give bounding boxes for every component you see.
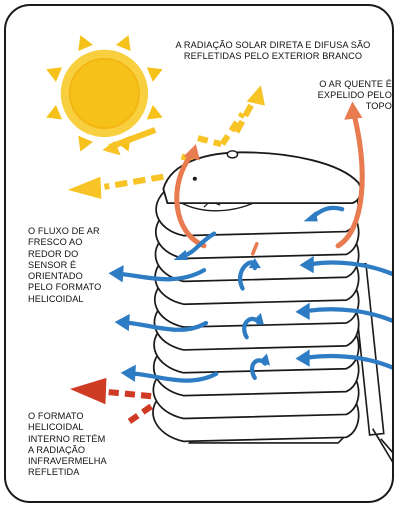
sun-ray (46, 104, 63, 120)
label-line: SENSOR É (28, 259, 77, 270)
shield-top-cap (162, 151, 362, 205)
infrared-arrows (69, 377, 153, 428)
airflow-arrow-icon (295, 302, 392, 323)
airflow-arrow-icon (299, 255, 392, 277)
hot-air-arrows (174, 101, 365, 256)
reflection-arrow-icon (67, 173, 164, 200)
hot-air-arrow-icon (174, 144, 207, 249)
label-line: O FLUXO DE AR (28, 226, 100, 236)
label-line: HELICOIDAL (28, 422, 84, 433)
airflow-arrow-icon (238, 257, 261, 291)
sun-ray (146, 104, 163, 120)
reflection-arrow-icon (233, 85, 265, 134)
airflow-arrow-icon (108, 265, 207, 283)
label-line: INFRAVERMELHA (28, 456, 107, 467)
radiation-shield-diagram (46, 35, 392, 463)
mounting-arm (371, 428, 392, 463)
reflection-arrow-icon (102, 127, 157, 156)
label-infrared: O FORMATO HELICOIDAL INTERNO RETÉM A RAD… (28, 411, 107, 479)
label-line: FRESCO AO (28, 237, 83, 248)
hot-air-arrow-icon (250, 241, 259, 256)
label-line: A RADIAÇÃO SOLAR DIRETA E DIFUSA SÃO (175, 40, 371, 50)
airflow-arrow-icon (249, 353, 271, 381)
sun-ray (78, 35, 93, 52)
label-line: A RADIAÇÃO (28, 444, 86, 455)
label-solar-reflection: A RADIAÇÃO SOLAR DIRETA E DIFUSA SÃO REF… (143, 40, 392, 62)
label-hot-air: O AR QUENTE É EXPELIDO PELO TOPO (318, 79, 392, 111)
sun-disc (68, 57, 140, 129)
label-line: REFLETIDAS PELO EXTERIOR BRANCO (183, 50, 363, 61)
sun-icon (46, 35, 163, 152)
top-knob (226, 150, 239, 159)
airflow-arrow-icon (242, 312, 264, 340)
reflected-sunlight-arrows (67, 85, 265, 200)
sun-ray (115, 35, 131, 52)
label-line: INTERNO RETÉM (28, 433, 106, 444)
hot-air-arrow-icon (335, 101, 365, 249)
airflow-arrows (108, 205, 392, 383)
label-line: ORIENTADO (28, 271, 83, 282)
reflection-arrow-icon (197, 135, 223, 148)
infrared-arrow-icon (69, 377, 152, 405)
infrared-arrow-icon (122, 403, 153, 428)
label-line: O AR QUENTE É (319, 79, 392, 89)
label-line: REDOR DO (28, 248, 79, 259)
top-screw (192, 176, 197, 181)
label-line: TOPO (365, 100, 392, 111)
label-line: REFLETIDA (28, 467, 80, 478)
diagram-frame: A RADIAÇÃO SOLAR DIRETA E DIFUSA SÃO REF… (4, 4, 394, 503)
label-line: HELICOIDAL (28, 293, 84, 304)
airflow-arrow-icon (114, 313, 209, 332)
airflow-arrow-icon (303, 205, 345, 222)
airflow-arrow-icon (295, 349, 392, 370)
label-airflow: O FLUXO DE AR FRESCO AO REDOR DO SENSOR … (28, 226, 101, 305)
sun-ray (46, 67, 63, 82)
sun-ray (146, 67, 163, 82)
radiation-shield (152, 150, 392, 463)
label-line: O FORMATO (28, 411, 84, 421)
label-line: PELO FORMATO (28, 282, 102, 293)
airflow-arrow-icon (173, 231, 217, 261)
airflow-arrow-icon (120, 364, 219, 383)
reflection-arrow-icon (219, 112, 246, 146)
sun-ray (78, 135, 93, 152)
mounting-arm (380, 438, 392, 453)
label-line: EXPELIDO PELO (317, 89, 392, 100)
